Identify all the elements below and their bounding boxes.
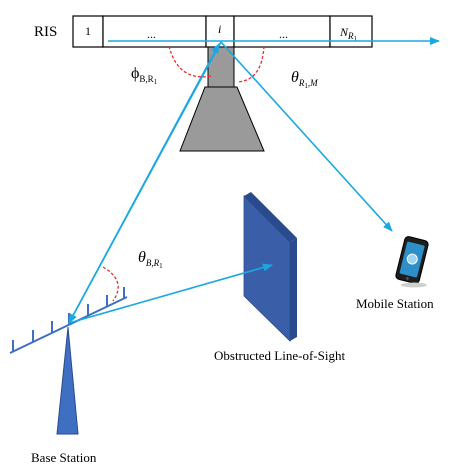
base-station-mast <box>56 326 79 435</box>
mobile-station-label: Mobile Station <box>356 296 434 311</box>
ris-cell-i-label: i <box>218 22 221 36</box>
ris-cell-1-label: 1 <box>85 24 91 38</box>
angle-theta-rm-label: θR1,M <box>291 69 318 90</box>
angle-phi-label: ϕB,R1 <box>131 65 158 86</box>
ris-cell-1 <box>72 15 104 48</box>
ris-left-ellipsis: ... <box>147 27 156 41</box>
angle-arc-theta-br <box>102 266 119 302</box>
mobile-phone-shadow <box>401 282 427 288</box>
ris-cell-last <box>329 15 373 48</box>
ris-panel <box>72 15 373 48</box>
angle-theta-br-label: θB,R1 <box>138 249 163 270</box>
signal-rays <box>68 37 440 324</box>
base-station-label: Base Station <box>31 450 97 465</box>
ris-last-cell-label: NR1 <box>339 25 358 43</box>
wall-side-edge <box>290 238 297 341</box>
angle-arc-theta-rm <box>237 45 265 83</box>
ris-cell-left-group <box>102 15 207 48</box>
wall-top-edge <box>244 192 297 242</box>
feed-horn <box>179 86 265 152</box>
ris-label: RIS <box>34 24 57 40</box>
ray-base-to-ris <box>68 43 220 324</box>
mobile-phone-icon <box>395 236 429 284</box>
obstructed-los-label: Obstructed Line-of-Sight <box>214 348 345 363</box>
ray-ris-to-mobile <box>220 41 393 232</box>
ray-base-to-obstacle <box>68 263 273 324</box>
ris-right-ellipsis: ... <box>279 27 288 41</box>
angle-arc-phi <box>168 45 213 78</box>
